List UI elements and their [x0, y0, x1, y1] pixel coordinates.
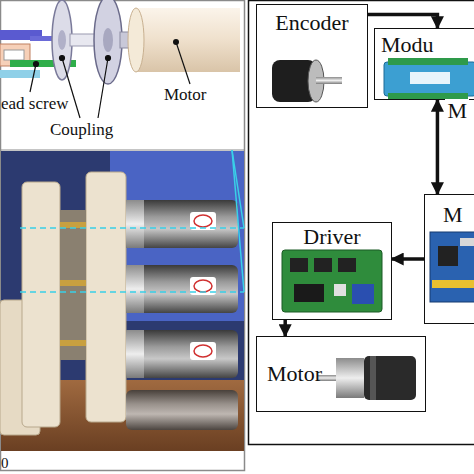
encoder-box: Encoder — [256, 4, 368, 108]
encoder-picture — [272, 60, 342, 102]
signal-arrow — [436, 100, 440, 194]
edge-label: M — [445, 99, 469, 123]
box-label: M — [443, 203, 463, 227]
part-label: ead screw — [1, 95, 69, 114]
box-label: Encoder — [275, 11, 348, 35]
signal-arrow — [283, 320, 287, 336]
panel-frame — [249, 1, 474, 445]
controller-box: M — [424, 194, 474, 324]
panel-letter: 0 — [1, 455, 9, 472]
cad-render — [0, 0, 240, 84]
box-label: Driver — [303, 225, 360, 249]
motor-box: Motor — [256, 336, 426, 412]
module-box: Modu — [374, 28, 474, 100]
part-label: Motor — [164, 86, 207, 105]
driver-box: Driver — [272, 222, 392, 320]
signal-arrow — [368, 14, 437, 28]
driver-picture — [282, 250, 382, 312]
part-label: Coupling — [50, 121, 113, 140]
box-label: Modu — [381, 33, 434, 57]
signal-arrow — [392, 257, 424, 261]
mcu-picture — [430, 232, 474, 302]
zoom-lines — [20, 150, 244, 292]
module-picture — [384, 58, 474, 99]
box-label: Motor — [267, 362, 322, 386]
photo — [0, 151, 244, 451]
separator — [0, 150, 244, 151]
panel-frame — [1, 1, 245, 471]
motor-picture — [318, 356, 416, 400]
